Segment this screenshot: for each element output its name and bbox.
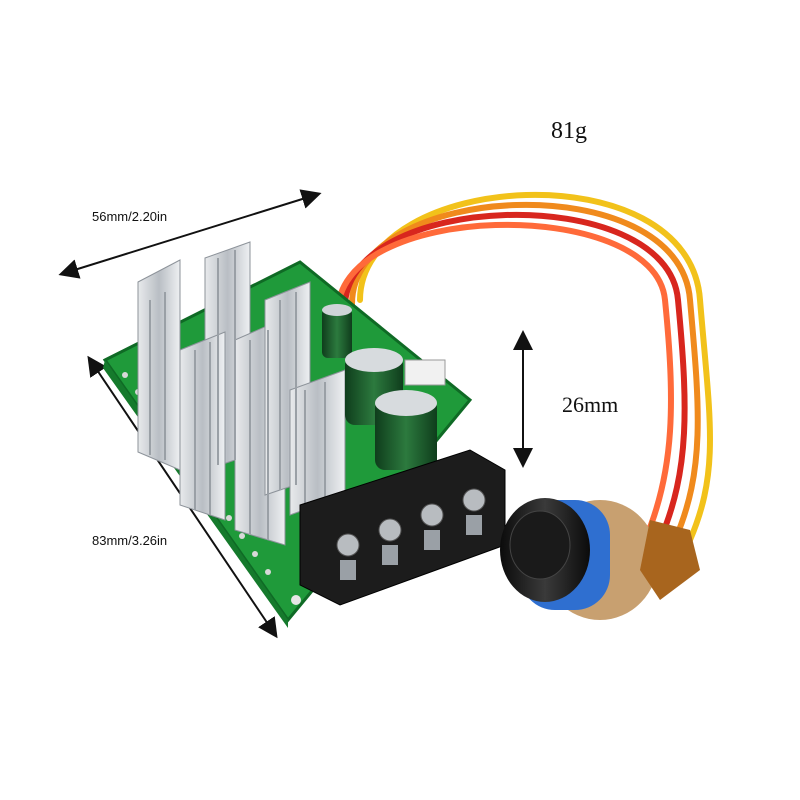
length-label: 83mm/3.26in: [92, 533, 168, 548]
width-dimension-arrow: [58, 189, 322, 279]
width-label: 56mm/2.20in: [92, 209, 168, 224]
wire-harness: [334, 191, 713, 543]
potentiometer-knob: [500, 498, 700, 620]
wire-connector: [404, 359, 446, 386]
capacitors: [322, 304, 437, 470]
thickness-label: 26mm: [562, 392, 619, 417]
weight-label: 81g: [551, 118, 587, 144]
heatsink-group: [137, 241, 346, 546]
screw-terminal-block: [299, 449, 506, 606]
